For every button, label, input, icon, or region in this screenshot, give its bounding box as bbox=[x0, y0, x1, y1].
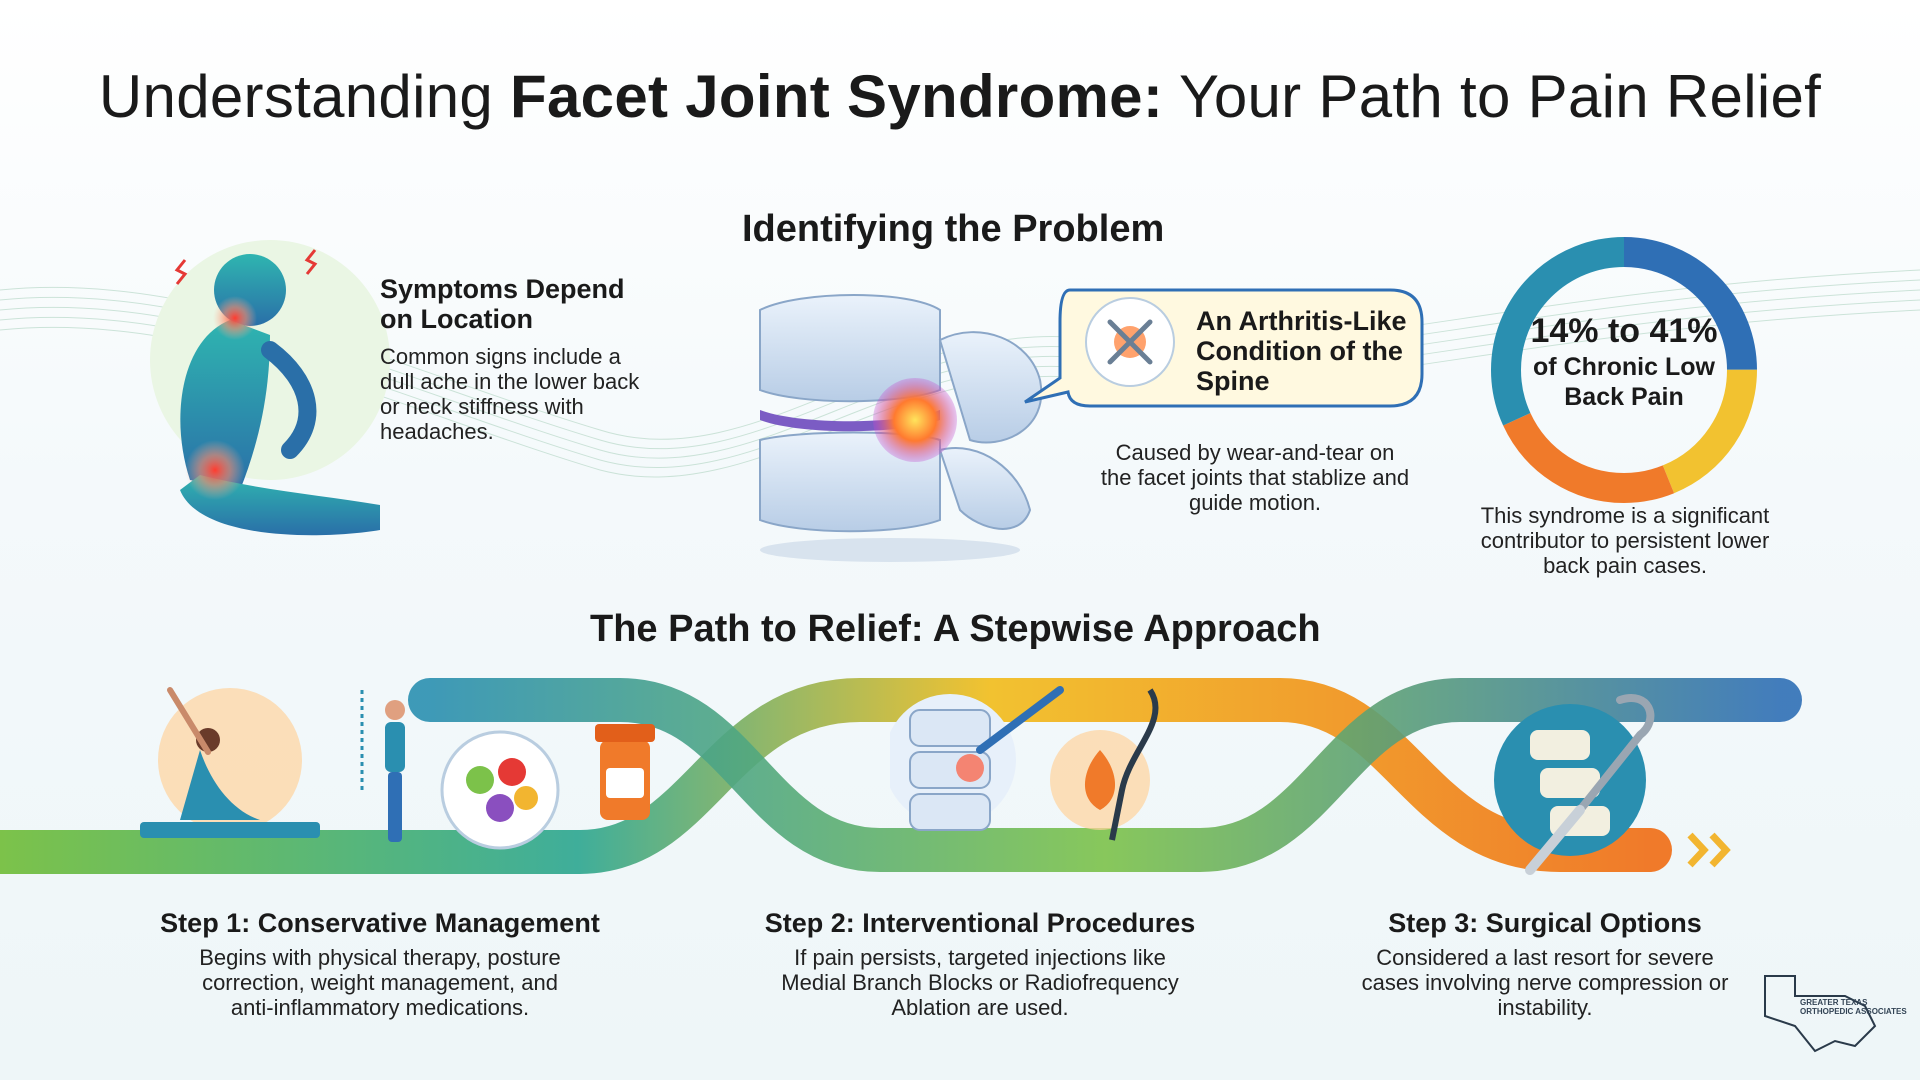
step3-icons bbox=[1494, 694, 1655, 875]
texas-logo-icon bbox=[1764, 975, 1877, 1053]
back-pain-person-icon bbox=[150, 240, 390, 536]
identify-heading: Identifying the Problem bbox=[742, 208, 1165, 250]
relief-heading: The Path to Relief: A Stepwise Approach bbox=[590, 608, 1321, 650]
symptoms-body: Common signs include a dull ache in the … bbox=[380, 344, 640, 444]
step1-title: Step 1: Conservative Management bbox=[160, 908, 600, 938]
logo-text: GREATER TEXAS ORTHOPEDIC ASSOCIATES bbox=[1800, 998, 1907, 1016]
title-prefix: Understanding bbox=[98, 63, 511, 130]
step1-icons bbox=[140, 687, 655, 850]
step2-body: If pain persists, targeted injections li… bbox=[781, 945, 1179, 1020]
step2-icons bbox=[890, 686, 1159, 841]
arthritis-title: An Arthritis-Like Condition of the Spine bbox=[1196, 306, 1407, 396]
logo-line1: GREATER TEXAS bbox=[1800, 998, 1868, 1007]
page-title: Understanding Facet Joint Syndrome: Your… bbox=[0, 62, 1920, 131]
symptoms-title: Symptoms Depend on Location bbox=[380, 274, 625, 334]
step3-title: Step 3: Surgical Options bbox=[1388, 908, 1702, 938]
relief-path bbox=[0, 678, 1802, 874]
title-bold: Facet Joint Syndrome: bbox=[510, 63, 1164, 130]
vertebra-icon bbox=[759, 294, 1043, 562]
arthritis-body: Caused by wear-and-tear on the facet joi… bbox=[1100, 440, 1410, 515]
step3-body: Considered a last resort for severe case… bbox=[1361, 945, 1729, 1020]
stat-range: 14% to 41% bbox=[1530, 312, 1718, 350]
stat-label: of Chronic Low Back Pain bbox=[1533, 353, 1715, 411]
step1-body: Begins with physical therapy, posture co… bbox=[199, 945, 561, 1020]
stat-body: This syndrome is a significant contribut… bbox=[1480, 503, 1770, 578]
arthritis-bubble bbox=[1024, 288, 1424, 408]
step2-title: Step 2: Interventional Procedures bbox=[764, 908, 1196, 938]
logo-line2: ORTHOPEDIC ASSOCIATES bbox=[1800, 1007, 1907, 1016]
title-suffix: Your Path to Pain Relief bbox=[1163, 63, 1822, 130]
stat-ring bbox=[1491, 237, 1757, 503]
